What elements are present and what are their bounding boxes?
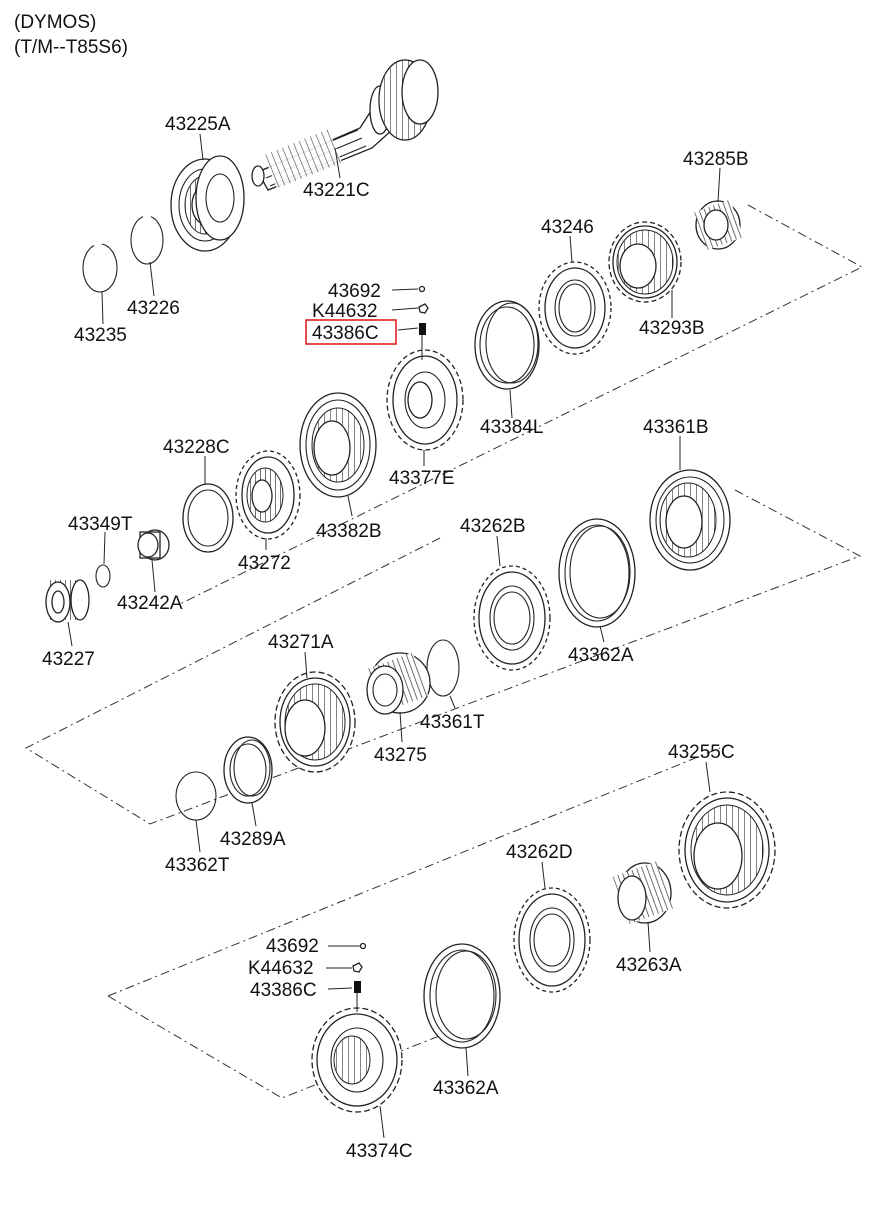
needle-bearing-43275 (365, 652, 431, 715)
label-43263A[interactable]: 43263A (616, 955, 682, 976)
label-43692-lower[interactable]: 43692 (266, 936, 319, 957)
snap-ring-43226 (130, 214, 164, 265)
hub-43377E (386, 349, 464, 451)
label-43384L[interactable]: 43384L (480, 417, 543, 438)
label-43361T[interactable]: 43361T (420, 712, 485, 733)
label-43225A[interactable]: 43225A (165, 114, 231, 135)
detent-parts-lower (352, 942, 367, 993)
label-43382B[interactable]: 43382B (316, 521, 382, 542)
label-K44632-upper[interactable]: K44632 (312, 301, 378, 322)
label-43262D[interactable]: 43262D (506, 842, 573, 863)
needle-bearing-43263A (612, 861, 674, 925)
part-labels[interactable]: 43225A 43221C 43285B 43226 43235 43246 4… (42, 114, 749, 1162)
label-43692-upper[interactable]: 43692 (328, 281, 381, 302)
label-43374C[interactable]: 43374C (346, 1141, 413, 1162)
synchro-ring-43262D (513, 887, 591, 993)
label-K44632-lower[interactable]: K44632 (248, 958, 314, 979)
synchro-ring-43262B (473, 565, 551, 671)
synchro-ring-43362A-lower (423, 943, 501, 1049)
spacer-43242A (137, 529, 170, 561)
gear-43272 (235, 450, 301, 540)
label-43386C-lower[interactable]: 43386C (250, 980, 317, 1001)
label-43262B[interactable]: 43262B (460, 516, 526, 537)
sleeve-43382B (299, 392, 377, 498)
assembly-guide-lines (24, 204, 864, 1099)
label-43289A[interactable]: 43289A (220, 829, 286, 850)
ring-43289A (223, 736, 273, 804)
diagram-header: (DYMOS) (T/M--T85S6) (14, 10, 128, 60)
detent-parts-upper (418, 285, 429, 335)
label-43285B[interactable]: 43285B (683, 149, 749, 170)
transmission-label: (T/M--T85S6) (14, 37, 128, 58)
snap-ring-43235 (82, 242, 118, 293)
label-43246[interactable]: 43246 (541, 217, 594, 238)
label-43271A[interactable]: 43271A (268, 632, 334, 653)
highlight-box (305, 319, 397, 345)
label-43362A-lower[interactable]: 43362A (433, 1078, 499, 1099)
label-43221C[interactable]: 43221C (303, 180, 370, 201)
hub-43374C (311, 1007, 403, 1113)
label-43255C[interactable]: 43255C (668, 742, 735, 763)
label-43293B[interactable]: 43293B (639, 318, 705, 339)
synchro-ring-43246 (538, 261, 612, 355)
needle-bearing-43285B (694, 199, 744, 250)
ring-43228C (182, 483, 234, 553)
label-43349T[interactable]: 43349T (68, 514, 133, 535)
label-43227[interactable]: 43227 (42, 649, 95, 670)
snap-ring-43349T (95, 564, 111, 588)
snap-ring-43362T (175, 771, 217, 821)
label-43386C-upper[interactable]: 43386C (312, 323, 379, 344)
label-43226[interactable]: 43226 (127, 298, 180, 319)
gear-43271A (274, 671, 356, 773)
synchro-ring-43362A-upper (558, 518, 636, 628)
label-43235[interactable]: 43235 (74, 325, 127, 346)
label-43242A[interactable]: 43242A (117, 593, 183, 614)
needle-bearing-43227 (45, 579, 90, 623)
label-43362T[interactable]: 43362T (165, 855, 230, 876)
bearing-43225A (170, 155, 245, 252)
label-43361B[interactable]: 43361B (643, 417, 709, 438)
label-43275[interactable]: 43275 (374, 745, 427, 766)
gear-43255C (678, 791, 776, 909)
snap-ring-43361T (426, 639, 460, 697)
synchro-ring-43384L (474, 300, 540, 390)
gear-43293B (608, 221, 682, 303)
label-43362A-upper[interactable]: 43362A (568, 645, 634, 666)
label-43272[interactable]: 43272 (238, 553, 291, 574)
maker-label: (DYMOS) (14, 12, 97, 33)
label-43377E[interactable]: 43377E (389, 468, 455, 489)
sleeve-43361B (649, 469, 731, 571)
label-43228C[interactable]: 43228C (163, 437, 230, 458)
input-shaft (251, 59, 439, 191)
leader-lines (67, 133, 721, 1139)
